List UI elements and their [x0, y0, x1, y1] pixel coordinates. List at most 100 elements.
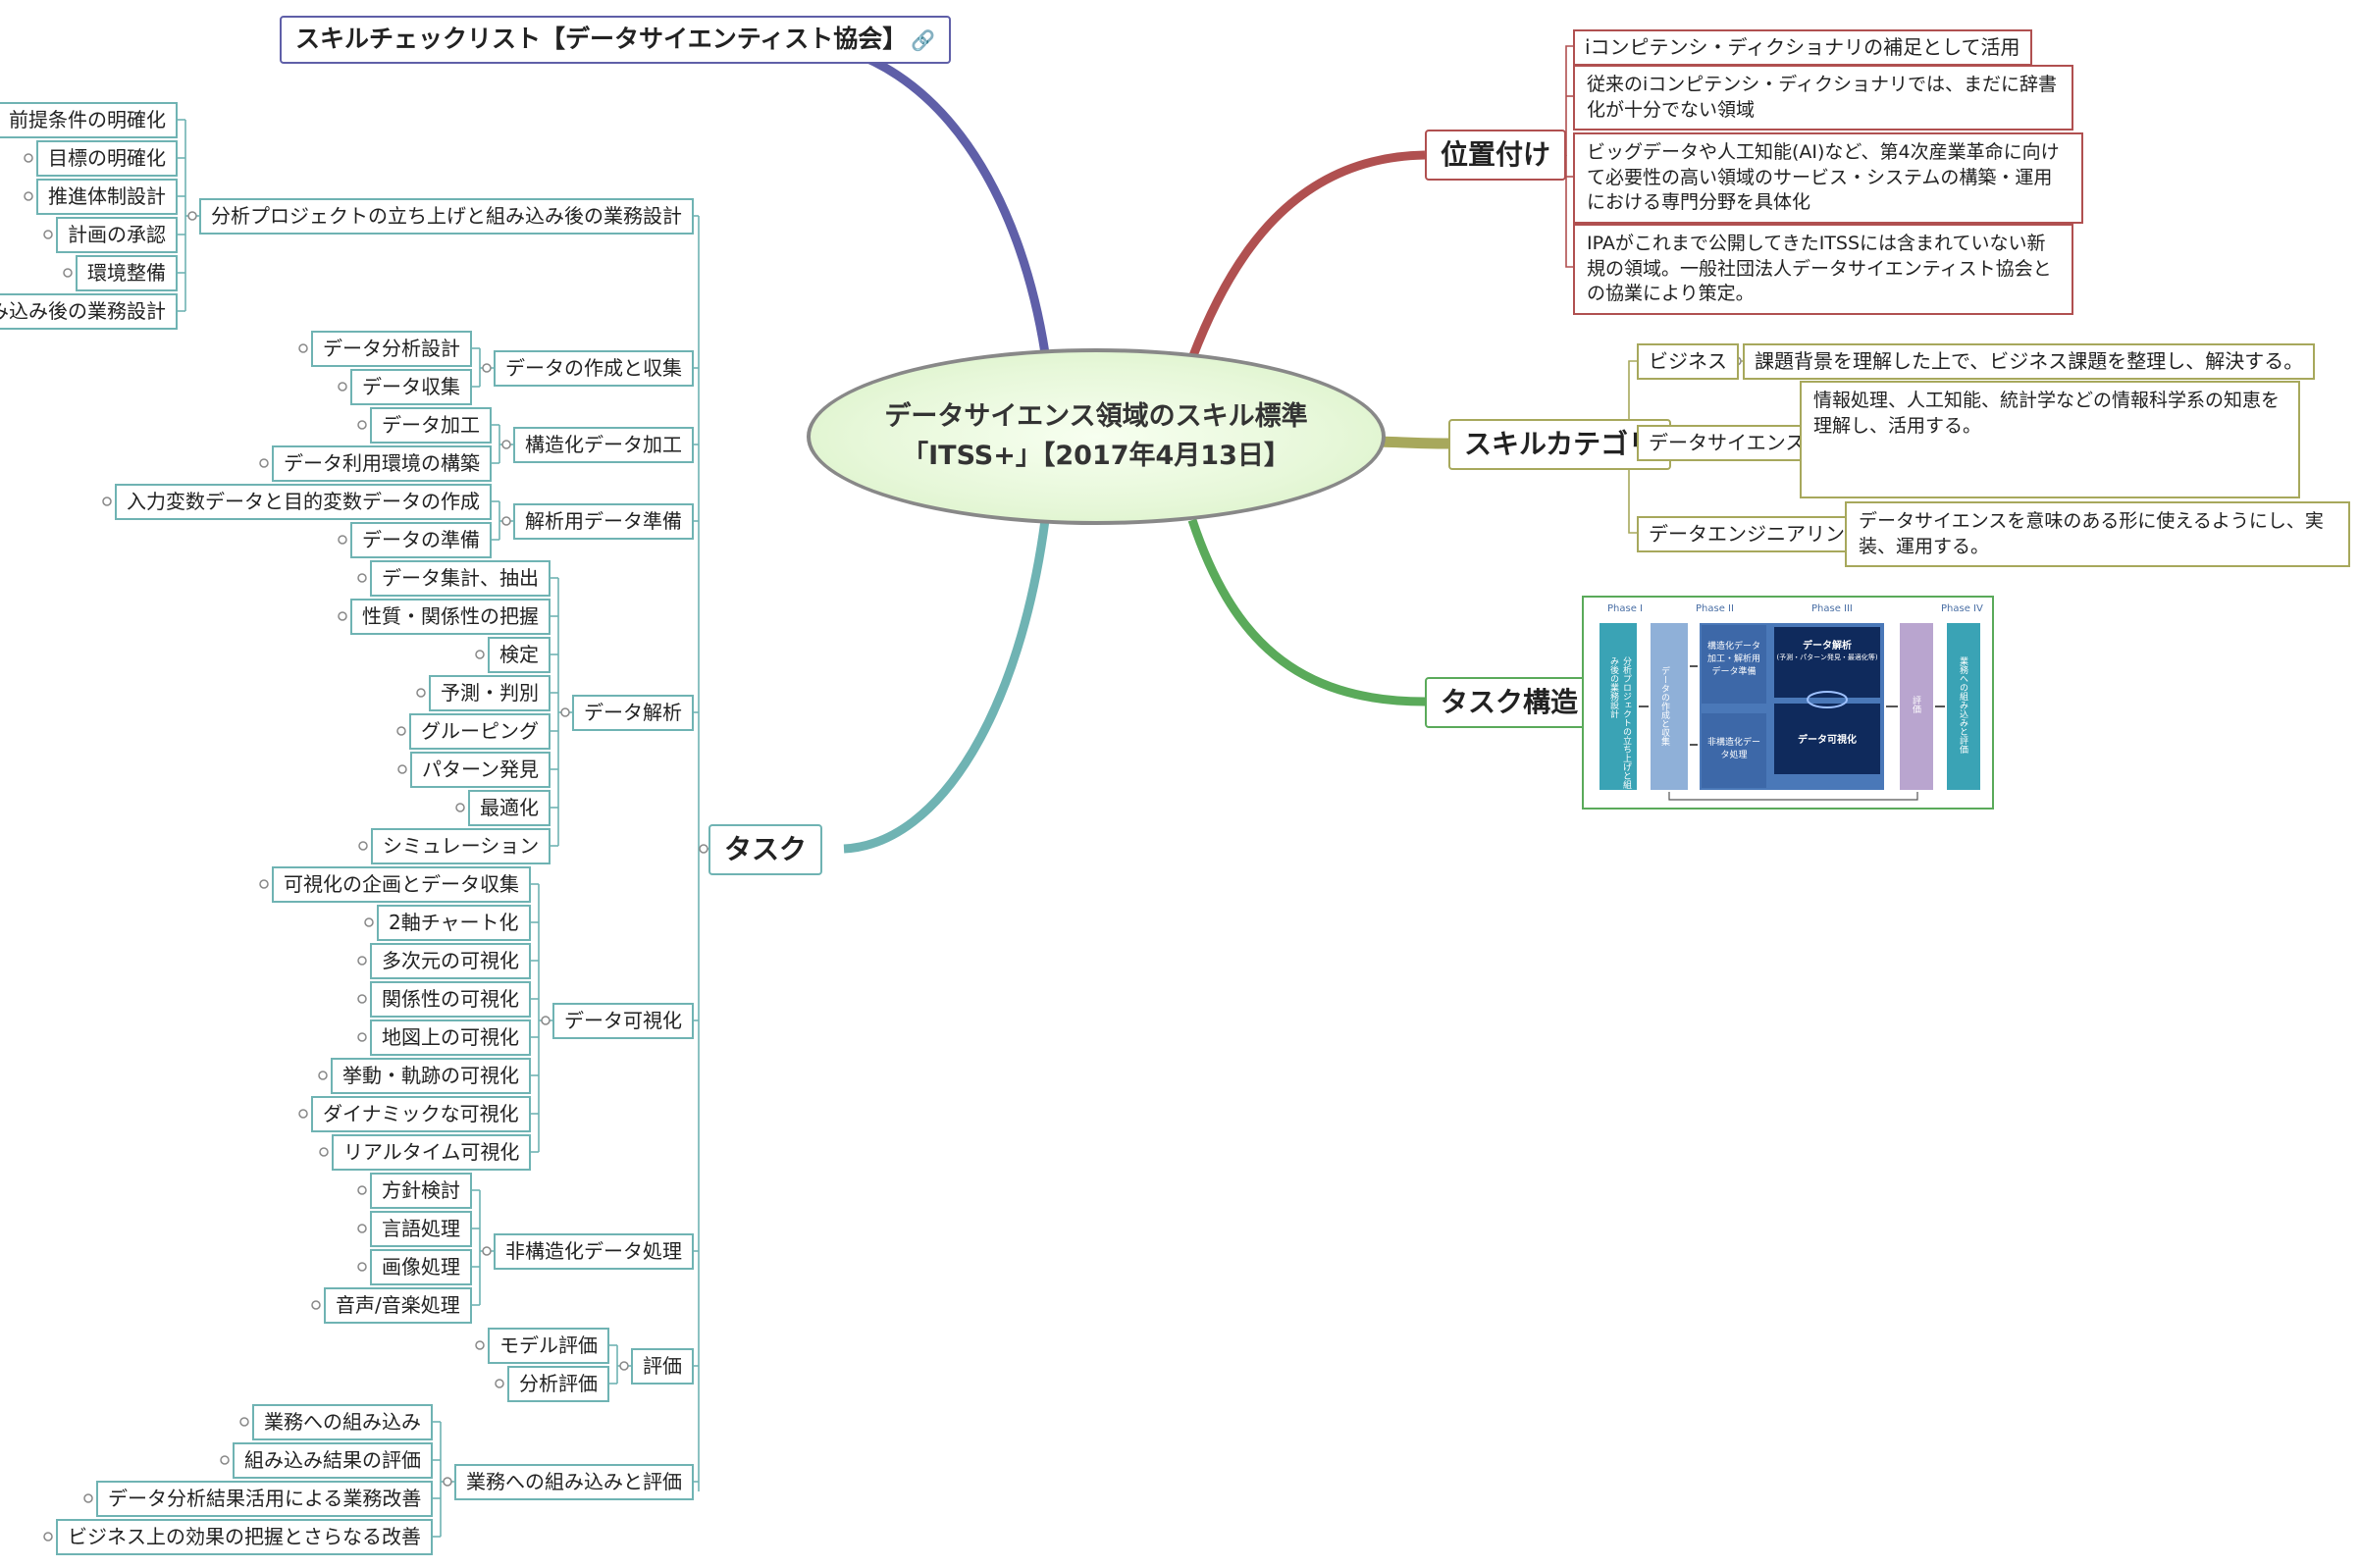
collapse-dot[interactable] [482, 1246, 492, 1256]
task-group[interactable]: 業務への組み込みと評価 [454, 1463, 694, 1500]
collapse-dot[interactable] [357, 994, 367, 1004]
task-leaf[interactable]: パターン発見 [410, 751, 551, 788]
task-leaf[interactable]: 予測・判別 [429, 674, 551, 711]
collapse-dot[interactable] [619, 1361, 629, 1371]
task-leaf[interactable]: 挙動・軌跡の可視化 [331, 1057, 531, 1094]
skill-data-science[interactable]: データサイエンス [1637, 425, 1817, 461]
task-leaf[interactable]: 前提条件の明確化 [0, 101, 178, 138]
task-leaf[interactable]: 性質・関係性の把握 [350, 598, 551, 635]
task-group[interactable]: データ可視化 [552, 1002, 694, 1039]
collapse-dot[interactable] [541, 1016, 551, 1025]
skill-business-desc[interactable]: 課題背景を理解した上で、ビジネス課題を整理し、解決する。 [1743, 343, 2316, 380]
collapse-dot[interactable] [338, 611, 347, 621]
task-leaf[interactable]: 画像処理 [370, 1248, 472, 1285]
position-item[interactable]: IPAがこれまで公開してきたITSSには含まれていない新規の領域。一般社団法人デ… [1573, 224, 2073, 315]
collapse-dot[interactable] [501, 440, 511, 449]
task-structure-topic[interactable]: タスク構造 [1425, 677, 1595, 729]
task-group[interactable]: 評価 [631, 1347, 694, 1385]
task-leaf[interactable]: データ集計、抽出 [370, 559, 551, 597]
collapse-dot[interactable] [475, 650, 485, 659]
collapse-dot[interactable] [338, 535, 347, 545]
task-leaf[interactable]: 計画の承認 [56, 216, 178, 253]
collapse-dot[interactable] [357, 573, 367, 583]
task-group[interactable]: 構造化データ加工 [513, 426, 694, 463]
collapse-dot[interactable] [364, 917, 374, 927]
collapse-dot[interactable] [357, 420, 367, 430]
collapse-dot[interactable] [475, 1340, 485, 1350]
collapse-dot[interactable] [187, 211, 197, 221]
collapse-dot[interactable] [358, 841, 368, 851]
task-leaf[interactable]: データ利用環境の構築 [272, 444, 492, 482]
task-leaf[interactable]: 分析評価 [507, 1365, 609, 1402]
collapse-dot[interactable] [220, 1455, 230, 1465]
link-icon[interactable]: 🔗 [911, 28, 936, 52]
collapse-dot[interactable] [63, 268, 73, 278]
skill-data-engineering-desc[interactable]: データサイエンスを意味のある形に使えるようにし、実装、運用する。 [1845, 501, 2350, 568]
task-leaf[interactable]: データ分析結果活用による業務改善 [96, 1480, 434, 1517]
collapse-dot[interactable] [319, 1147, 329, 1157]
task-leaf[interactable]: 可視化の企画とデータ収集 [272, 865, 531, 903]
task-leaf[interactable]: データ収集 [350, 368, 472, 405]
collapse-dot[interactable] [298, 1109, 308, 1119]
collapse-dot[interactable] [443, 1477, 452, 1487]
collapse-dot[interactable] [455, 803, 465, 812]
task-leaf[interactable]: 組み込み後の業務設計 [0, 292, 178, 330]
task-group[interactable]: 分析プロジェクトの立ち上げと組み込み後の業務設計 [199, 197, 694, 235]
checklist-topic[interactable]: スキルチェックリスト【データサイエンティスト協会】🔗 [280, 16, 952, 64]
task-group[interactable]: データ解析 [572, 694, 694, 731]
collapse-dot[interactable] [357, 1262, 367, 1272]
skill-data-science-desc[interactable]: 情報処理、人工知能、統計学などの情報科学系の知恵を理解し、活用する。 [1800, 381, 2300, 498]
collapse-dot[interactable] [43, 230, 53, 239]
collapse-dot[interactable] [24, 153, 33, 163]
task-leaf[interactable]: 言語処理 [370, 1210, 472, 1247]
position-item[interactable]: iコンピテンシ・ディクショナリの補足として活用 [1573, 29, 2032, 66]
collapse-dot[interactable] [239, 1417, 249, 1427]
task-group[interactable]: 解析用データ準備 [513, 502, 694, 540]
collapse-dot[interactable] [357, 1224, 367, 1233]
position-topic[interactable]: 位置付け [1425, 130, 1567, 182]
task-leaf[interactable]: 地図上の可視化 [370, 1019, 531, 1056]
skill-category-topic[interactable]: スキルカテゴリ [1448, 419, 1672, 471]
task-group[interactable]: 非構造化データ処理 [494, 1232, 694, 1270]
collapse-dot[interactable] [560, 707, 570, 717]
task-leaf[interactable]: ビジネス上の効果の把握とさらなる改善 [56, 1518, 433, 1555]
task-leaf[interactable]: 入力変数データと目的変数データの作成 [115, 483, 492, 520]
task-structure-image[interactable]: Phase I Phase II Phase III Phase IV 分析プロ… [1582, 596, 1994, 810]
task-leaf[interactable]: データ加工 [370, 406, 492, 444]
skill-business[interactable]: ビジネス [1637, 343, 1739, 380]
collapse-dot[interactable] [311, 1300, 321, 1310]
task-leaf[interactable]: 多次元の可視化 [370, 942, 531, 979]
task-topic[interactable]: タスク [708, 824, 823, 876]
task-leaf[interactable]: ダイナミックな可視化 [311, 1095, 531, 1132]
task-leaf[interactable]: シミュレーション [371, 827, 551, 864]
central-topic[interactable]: データサイエンス領域のスキル標準「ITSS+」【2017年4月13日】 [807, 348, 1386, 525]
collapse-dot[interactable] [259, 879, 269, 889]
task-leaf[interactable]: 方針検討 [370, 1172, 472, 1209]
collapse-dot[interactable] [318, 1071, 328, 1080]
task-leaf[interactable]: モデル評価 [488, 1327, 609, 1364]
task-leaf[interactable]: データ分析設計 [311, 330, 472, 367]
collapse-dot[interactable] [102, 497, 112, 506]
task-leaf[interactable]: 環境整備 [76, 254, 178, 291]
task-leaf[interactable]: 2軸チャート化 [377, 904, 531, 941]
collapse-dot[interactable] [357, 1185, 367, 1195]
task-leaf[interactable]: 組み込み結果の評価 [233, 1441, 433, 1479]
task-leaf[interactable]: グルーピング [409, 712, 551, 750]
position-item[interactable]: ビッグデータや人工知能(AI)など、第4次産業革命に向けて必要性の高い領域のサー… [1573, 132, 2083, 224]
collapse-dot[interactable] [43, 1532, 53, 1542]
task-group[interactable]: データの作成と収集 [494, 349, 694, 387]
task-leaf[interactable]: 関係性の可視化 [370, 980, 531, 1018]
position-item[interactable]: 従来のiコンピテンシ・ディクショナリでは、まだに辞書化が十分でない領域 [1573, 65, 2073, 131]
collapse-dot[interactable] [501, 516, 511, 526]
collapse-dot[interactable] [482, 363, 492, 373]
collapse-dot[interactable] [24, 191, 33, 201]
collapse-dot[interactable] [396, 726, 406, 736]
task-leaf[interactable]: リアルタイム可視化 [332, 1133, 532, 1171]
collapse-dot[interactable] [495, 1379, 504, 1388]
task-leaf[interactable]: データの準備 [350, 521, 492, 558]
task-leaf[interactable]: 推進体制設計 [36, 178, 178, 215]
skill-data-engineering[interactable]: データエンジニアリング [1637, 516, 1876, 552]
collapse-dot[interactable] [259, 458, 269, 468]
collapse-dot[interactable] [357, 1032, 367, 1042]
collapse-dot[interactable] [397, 764, 407, 774]
